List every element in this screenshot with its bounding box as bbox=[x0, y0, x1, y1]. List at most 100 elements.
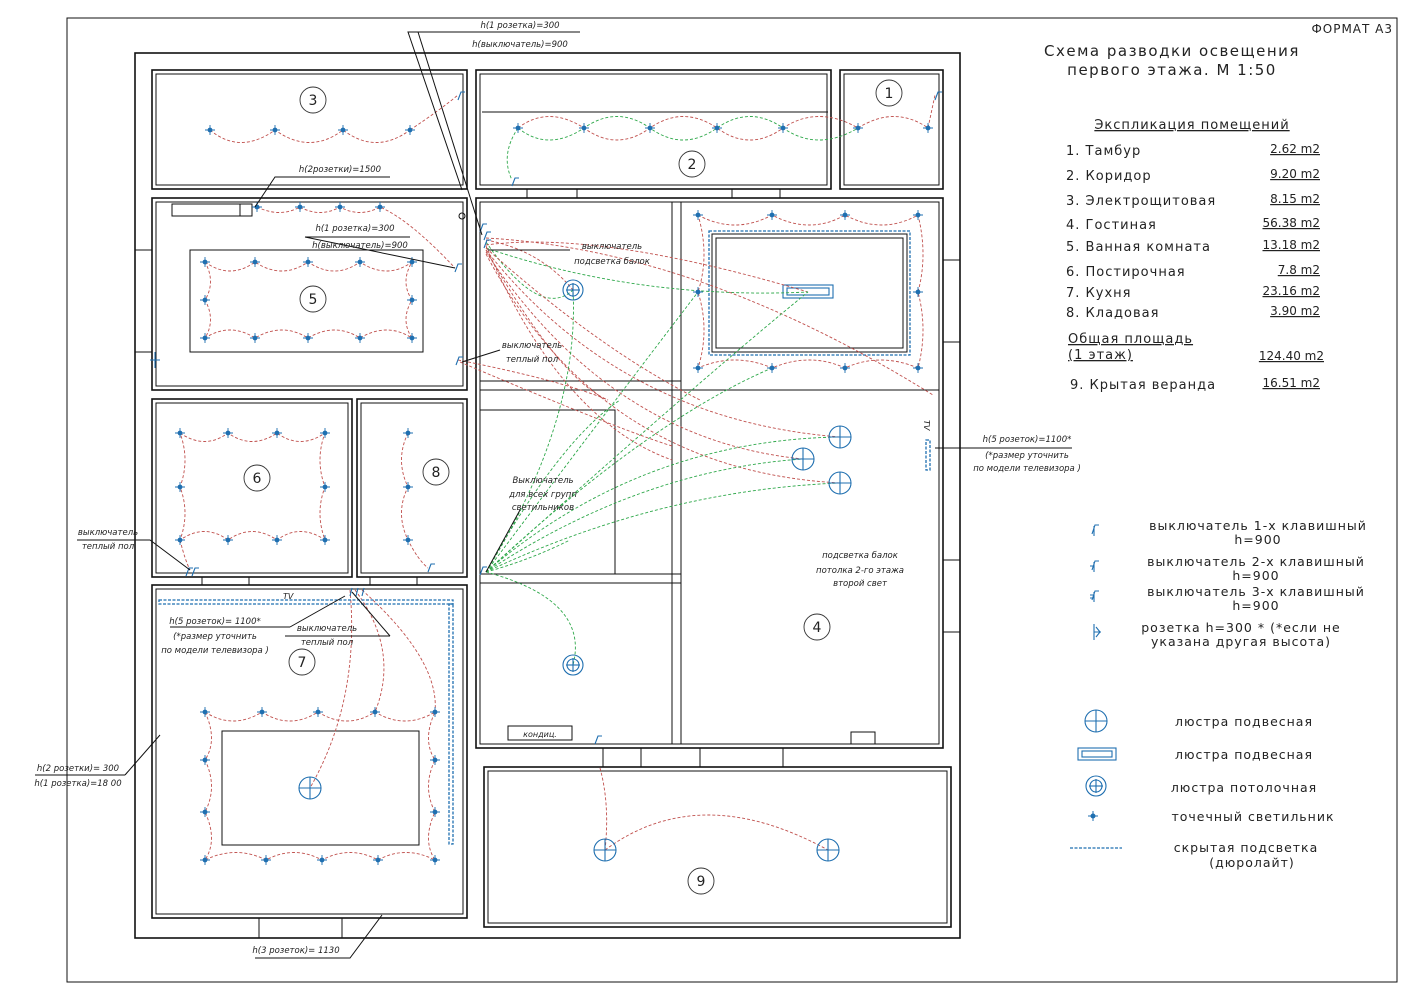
leader-lines bbox=[35, 31, 1072, 959]
room-number-circle bbox=[288, 648, 316, 676]
room-number: 2 bbox=[688, 157, 697, 173]
spot-light-cross bbox=[257, 707, 267, 717]
spot-light-cross bbox=[693, 363, 703, 373]
spot-light-cross bbox=[430, 807, 440, 817]
spot-light-cross bbox=[403, 535, 413, 545]
legend-switch-2-icon bbox=[1090, 560, 1099, 572]
svg-text:h(3 розеток)= 1130: h(3 розеток)= 1130 bbox=[252, 946, 339, 956]
room-number: 4 bbox=[813, 620, 822, 636]
spot-light-cross bbox=[200, 755, 210, 765]
spot-light-cross bbox=[767, 210, 777, 220]
spot-light-cross bbox=[840, 210, 850, 220]
legend-spot-light-icon bbox=[1088, 811, 1098, 821]
legend-switch-1-icon bbox=[1091, 524, 1099, 536]
spot-light-cross bbox=[923, 123, 933, 133]
sheet-format: ФОРМАТ А3 bbox=[1311, 22, 1393, 36]
spot-light-cross bbox=[200, 257, 210, 267]
spot-light-cross bbox=[405, 125, 415, 135]
spot-light-cross bbox=[320, 535, 330, 545]
room-number: 9 bbox=[697, 874, 706, 890]
room-number: 1 bbox=[885, 86, 894, 102]
spot-light-cross bbox=[407, 295, 417, 305]
spot-light-cross bbox=[175, 428, 185, 438]
explication-room-area: 2.62 m2 bbox=[1270, 142, 1320, 156]
fixtures-room-8 bbox=[401, 432, 429, 569]
legend-ceiling-chandelier-icon bbox=[1085, 775, 1107, 797]
svg-text:теплый пол: теплый пол bbox=[82, 542, 135, 552]
spot-lights bbox=[175, 123, 933, 865]
svg-text:теплый пол: теплый пол bbox=[506, 355, 559, 365]
svg-text:светильников: светильников bbox=[512, 503, 574, 513]
svg-text:выключатель 2-х клавишный: выключатель 2-х клавишный bbox=[1147, 554, 1365, 569]
spot-light-cross bbox=[261, 855, 271, 865]
plan-title-line2: первого этажа. М 1:50 bbox=[1067, 61, 1277, 79]
legend-pendant-chandelier-icon bbox=[1084, 709, 1108, 733]
svg-text:по модели телевизора ): по модели телевизора ) bbox=[161, 646, 269, 656]
spot-light-cross bbox=[335, 202, 345, 212]
explication-room-name: 1. Тамбур bbox=[1066, 144, 1141, 159]
svg-text:теплый пол: теплый пол bbox=[301, 638, 354, 648]
svg-text:потолка 2-го этажа: потолка 2-го этажа bbox=[816, 566, 904, 576]
spot-light-cross bbox=[320, 482, 330, 492]
svg-text:для всех групп: для всех групп bbox=[508, 490, 577, 500]
svg-text:подсветка балок: подсветка балок bbox=[822, 551, 899, 561]
pendant-chandelier-r4c bbox=[828, 471, 852, 495]
switch-wires bbox=[457, 237, 934, 666]
svg-text:h=900: h=900 bbox=[1234, 532, 1281, 547]
svg-text:TV: TV bbox=[922, 420, 931, 431]
spot-light-cross bbox=[200, 855, 210, 865]
spot-light-cross bbox=[200, 807, 210, 817]
spot-light-cross bbox=[853, 123, 863, 133]
svg-text:h(1 розетка)=300: h(1 розетка)=300 bbox=[315, 224, 394, 234]
svg-text:(дюролайт): (дюролайт) bbox=[1209, 855, 1295, 870]
room-number-circle bbox=[299, 86, 327, 114]
svg-text:h=900: h=900 bbox=[1232, 598, 1279, 613]
spot-light-cross bbox=[430, 755, 440, 765]
svg-text:h(2розетки)=1500: h(2розетки)=1500 bbox=[299, 165, 381, 175]
spot-light-cross bbox=[645, 123, 655, 133]
svg-text:h(выключатель)=900: h(выключатель)=900 bbox=[312, 241, 408, 251]
svg-text:кондиц.: кондиц. bbox=[523, 730, 557, 739]
svg-text:h(1 розетка)=300: h(1 розетка)=300 bbox=[480, 21, 559, 31]
spot-light-cross bbox=[712, 123, 722, 133]
spot-light-cross bbox=[175, 482, 185, 492]
spot-light-cross bbox=[913, 363, 923, 373]
svg-text:розетка h=300 * (*если не: розетка h=300 * (*если не bbox=[1141, 620, 1340, 635]
room-number-circle bbox=[299, 285, 327, 313]
pendant-chandelier-r9a bbox=[593, 838, 617, 862]
room-number: 6 bbox=[253, 471, 262, 487]
explication-room-name: 6. Постирочная bbox=[1066, 265, 1186, 280]
spot-light-cross bbox=[430, 707, 440, 717]
spot-light-cross bbox=[913, 287, 923, 297]
room-number: 8 bbox=[432, 465, 441, 481]
spot-light-cross bbox=[840, 363, 850, 373]
spot-light-cross bbox=[355, 257, 365, 267]
spot-light-cross bbox=[317, 855, 327, 865]
svg-text:выключатель: выключатель bbox=[297, 624, 357, 634]
svg-text:люстра подвесная: люстра подвесная bbox=[1175, 747, 1313, 762]
svg-text:выключатель 3-х клавишный: выключатель 3-х клавишный bbox=[1147, 584, 1365, 599]
plan-title-line1: Схема разводки освещения bbox=[1044, 42, 1300, 60]
explication-room-area: 23.16 m2 bbox=[1263, 284, 1321, 298]
spot-light-cross bbox=[693, 287, 703, 297]
fixtures-room-6 bbox=[179, 431, 326, 571]
room-number-circle bbox=[422, 458, 450, 486]
explication-room-area: 3.90 m2 bbox=[1270, 304, 1320, 318]
spot-light-cross bbox=[250, 333, 260, 343]
svg-text:скрытая подсветка: скрытая подсветка bbox=[1174, 840, 1319, 855]
spot-light-cross bbox=[407, 333, 417, 343]
room-number-circle bbox=[243, 464, 271, 492]
pendant-chandelier-r4a bbox=[828, 425, 852, 449]
spot-light-cross bbox=[693, 210, 703, 220]
veranda-name: 9. Крытая веранда bbox=[1070, 378, 1216, 393]
svg-text:h=900: h=900 bbox=[1232, 568, 1279, 583]
room-number-circle bbox=[678, 150, 706, 178]
explication-room-name: 5. Ванная комната bbox=[1066, 240, 1211, 255]
explication-room-name: 3. Электрощитовая bbox=[1066, 194, 1216, 209]
spot-light-cross bbox=[223, 535, 233, 545]
fixtures-room-9 bbox=[599, 767, 829, 851]
svg-text:h(5 розеток)= 1100*: h(5 розеток)= 1100* bbox=[169, 617, 260, 627]
